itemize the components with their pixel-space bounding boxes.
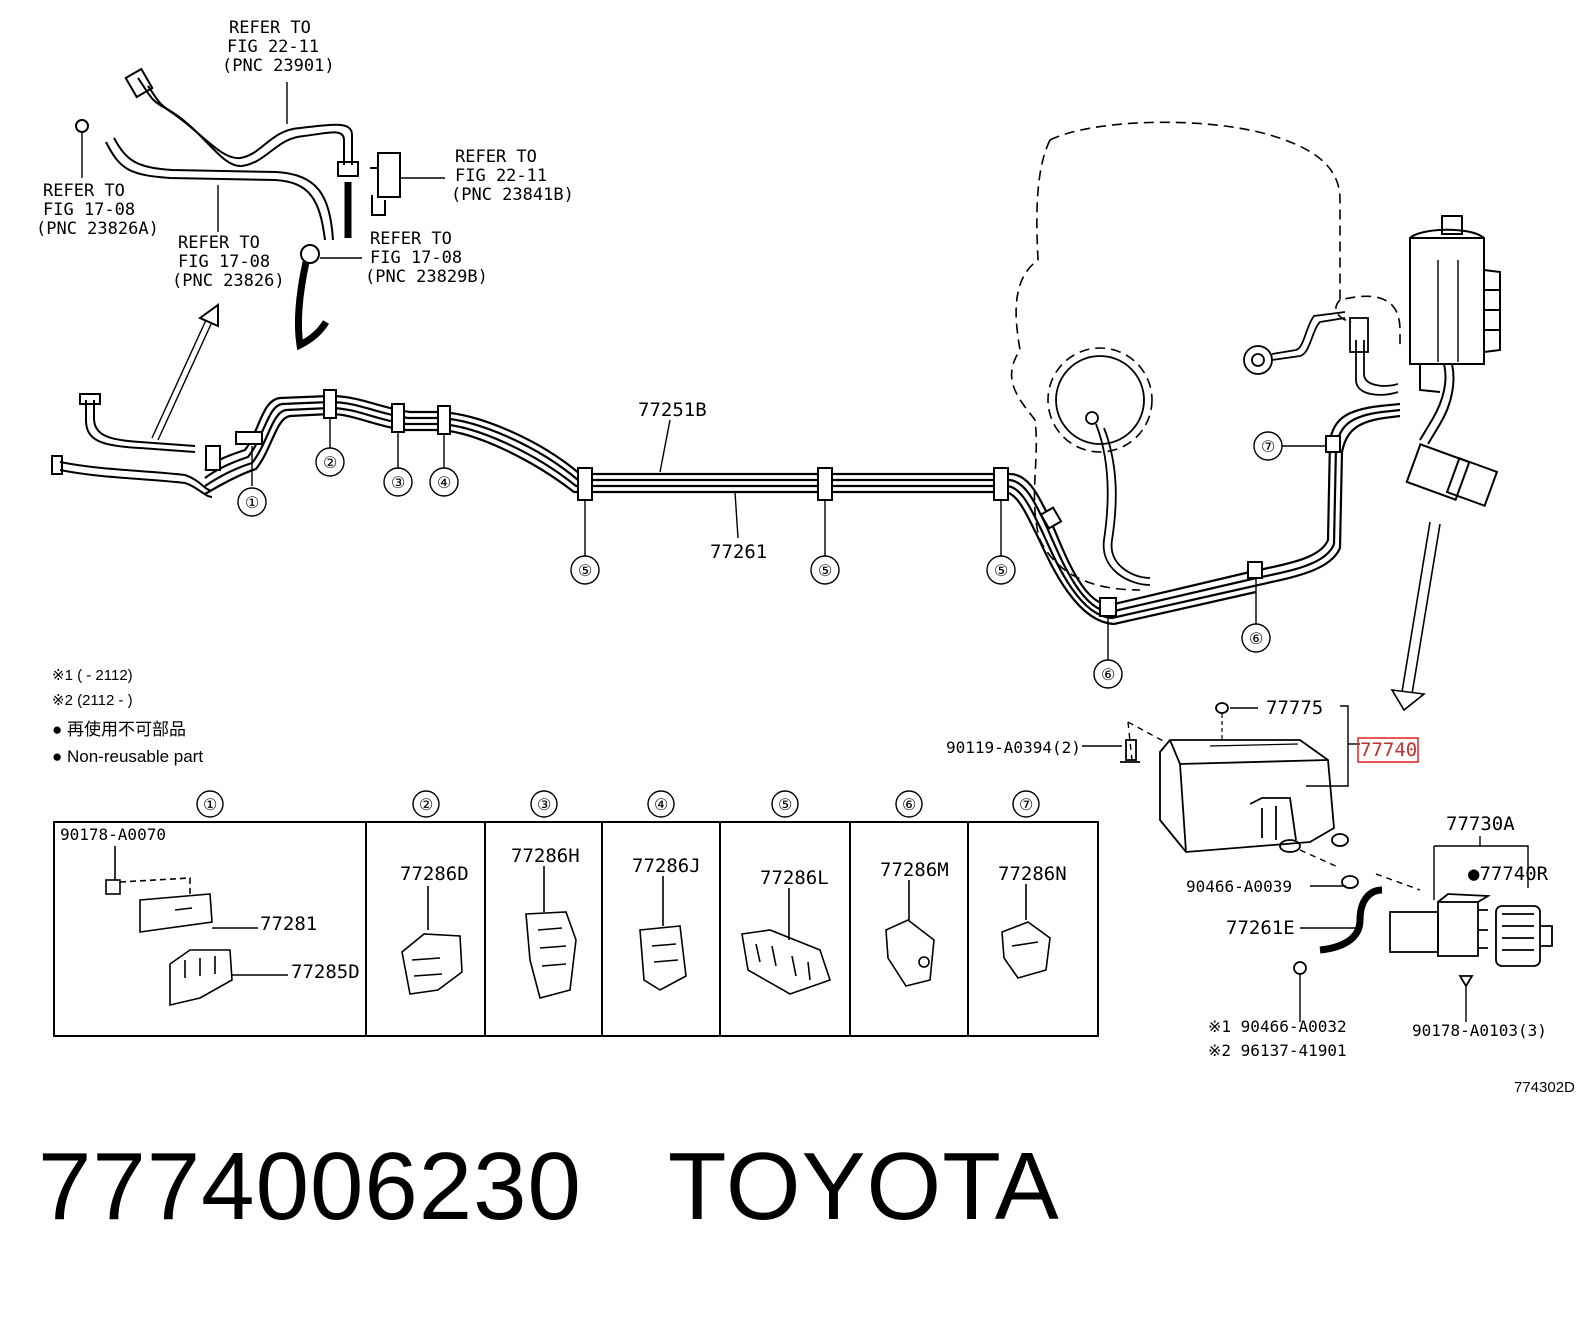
cell5-part: 77286L <box>760 867 829 889</box>
marker-7: ⑦ <box>1261 437 1275 456</box>
upper-hose-group <box>75 67 445 441</box>
arrow-down <box>1390 521 1441 712</box>
col-header-1: ① <box>203 795 217 814</box>
cell3-part: 77286H <box>511 845 580 867</box>
marker-6b: ⑥ <box>1249 629 1263 648</box>
label-77775: 77775 <box>1266 697 1323 719</box>
ref-5-line-1: REFER TO <box>370 229 452 249</box>
tank-internal <box>1055 311 1399 586</box>
ref-4-line-1: REFER TO <box>178 233 260 253</box>
ref-4-line-3: (PNC 23826) <box>172 271 285 291</box>
ref-5-line-2: FIG 17-08 <box>370 248 462 268</box>
label-77251b: 77251B <box>638 399 707 421</box>
ref-2-line-2: FIG 22-11 <box>455 166 547 186</box>
col-header-2: ② <box>419 795 433 814</box>
ref-1-line-3: (PNC 23901) <box>222 56 335 76</box>
label-77261e: 77261E <box>1226 917 1295 939</box>
cell1-part-a: 90178-A0070 <box>60 825 166 844</box>
note-3: ● 再使用不可部品 <box>52 719 186 739</box>
highlight-box <box>1357 737 1419 763</box>
cell7-part: 77286N <box>998 863 1067 885</box>
fuel-tank-outline <box>1010 121 1401 591</box>
footer-caption: 7774006230 TOYOTA <box>38 1132 1146 1242</box>
col-header-3: ③ <box>537 795 551 814</box>
clamp-table: ① ② ③ ④ ⑤ ⑥ ⑦ 90178-A0070 77281 77285D 7… <box>53 790 1099 1037</box>
pipe-circle-markers: ① ② ③ ④ ⑤ ⑤ ⑤ ⑥ ⑥ ⑦ <box>237 431 1283 689</box>
ref-1-line-2: FIG 22-11 <box>227 37 319 57</box>
label-s1: ※1 90466-A0032 <box>1208 1017 1347 1036</box>
cell1-part-c: 77285D <box>291 961 360 983</box>
ref-3-line-3: (PNC 23826A) <box>36 219 159 239</box>
col-header-4: ④ <box>654 795 668 814</box>
marker-6a: ⑥ <box>1101 665 1115 684</box>
ref-2-line-1: REFER TO <box>455 147 537 167</box>
label-s2: ※2 96137-41901 <box>1208 1041 1347 1060</box>
canister-detail <box>1082 702 1553 1022</box>
canister-labels: 77775 77740 90119-A0394(2) 90466-A0039 7… <box>946 697 1575 1096</box>
marker-5b: ⑤ <box>818 561 832 580</box>
note-4: ● Non-reusable part <box>52 747 203 766</box>
cell6-part: 77286M <box>880 859 949 881</box>
notes: ※1 ( - 2112) ※2 (2112 - ) ● 再使用不可部品 ● No… <box>52 667 203 766</box>
label-77261: 77261 <box>710 541 767 563</box>
label-90466: 90466-A0039 <box>1186 877 1292 896</box>
marker-5c: ⑤ <box>994 561 1008 580</box>
cell1-part-b: 77281 <box>260 913 317 935</box>
fuel-pipe-run <box>51 389 1401 660</box>
ref-text-group: REFER TO FIG 22-11 (PNC 23901) REFER TO … <box>36 18 574 291</box>
label-77740: 77740 <box>1360 739 1417 761</box>
label-77730a: 77730A <box>1446 813 1515 835</box>
footer-part-number: 7774006230 <box>38 1133 582 1240</box>
marker-2: ② <box>323 453 337 472</box>
note-2: ※2 (2112 - ) <box>52 692 133 709</box>
marker-5a: ⑤ <box>578 561 592 580</box>
ref-3-line-1: REFER TO <box>43 181 125 201</box>
label-bolt: 90119-A0394(2) <box>946 738 1081 757</box>
col-header-5: ⑤ <box>778 795 792 814</box>
label-77740r: ●77740R <box>1468 863 1549 885</box>
note-1: ※1 ( - 2112) <box>52 667 133 684</box>
label-90178: 90178-A0103(3) <box>1412 1021 1547 1040</box>
col-header-6: ⑥ <box>902 795 916 814</box>
ref-4-line-2: FIG 17-08 <box>178 252 270 272</box>
marker-4: ④ <box>437 473 451 492</box>
footer-brand: TOYOTA <box>667 1133 1060 1240</box>
cell1-drawing <box>105 846 288 1007</box>
ref-1-line-1: REFER TO <box>229 18 311 38</box>
marker-1: ① <box>245 493 259 512</box>
canister-upper <box>1405 215 1501 508</box>
ref-3-line-2: FIG 17-08 <box>43 200 135 220</box>
cell4-part: 77286J <box>632 855 701 877</box>
diagram-code: 774302D <box>1514 1079 1575 1096</box>
ref-2-line-3: (PNC 23841B) <box>451 185 574 205</box>
cell2-part: 77286D <box>400 863 469 885</box>
cell-drawings <box>401 866 1051 999</box>
col-header-7: ⑦ <box>1019 795 1033 814</box>
ref-5-line-3: (PNC 23829B) <box>365 267 488 287</box>
marker-3: ③ <box>391 473 405 492</box>
